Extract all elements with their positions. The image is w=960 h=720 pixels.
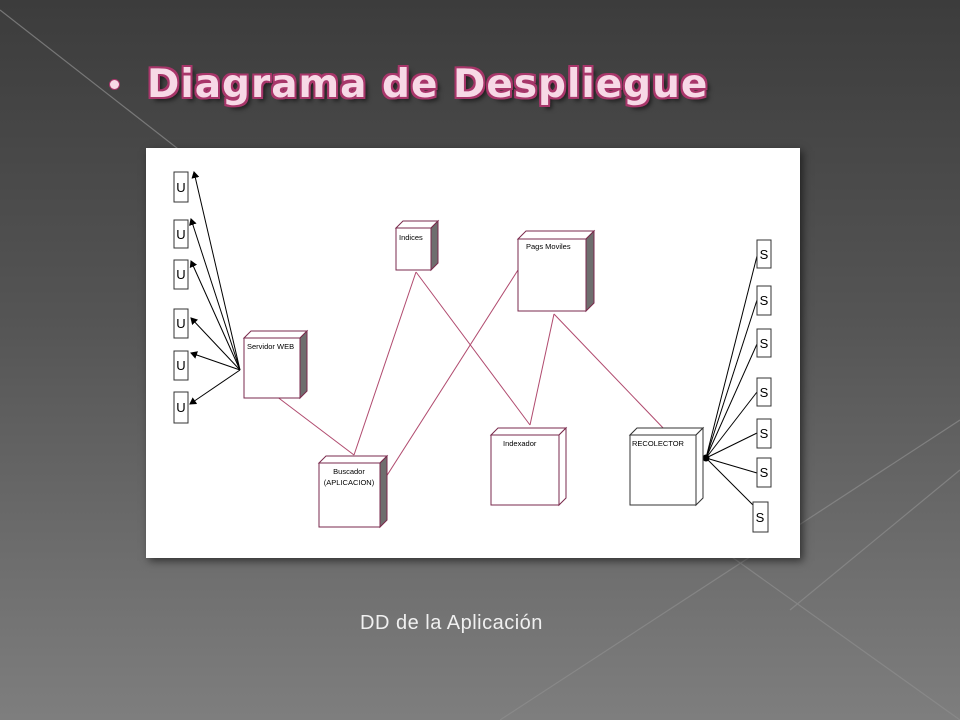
user-box: U	[173, 391, 189, 424]
connector-pags-recolector	[553, 313, 667, 432]
server-box-label: S	[760, 385, 769, 400]
user-arrow	[189, 369, 241, 405]
recolector-anchor-dot	[702, 454, 710, 462]
user-box-label: U	[176, 316, 185, 331]
user-arrow	[190, 351, 241, 371]
connector-pags-indexador	[529, 313, 555, 426]
user-box: U	[173, 171, 189, 203]
server-box-label: S	[760, 336, 769, 351]
slide-title: Diagrama de Despliegue	[110, 52, 708, 116]
user-arrows	[189, 171, 241, 405]
user-box: U	[173, 259, 189, 290]
server-box: S	[756, 328, 772, 358]
server-box-label: S	[760, 465, 769, 480]
node-buscador-label: Buscador	[333, 467, 365, 476]
node-connectors	[275, 269, 667, 489]
node-pags-moviles-label: Pags Moviles	[526, 242, 571, 251]
node-indices-label: Indices	[399, 233, 423, 242]
server-link	[705, 432, 758, 459]
slide-title-text: Diagrama de Despliegue	[147, 61, 709, 107]
user-arrow	[189, 218, 241, 371]
server-link	[705, 343, 758, 459]
user-box-label: U	[176, 227, 185, 242]
user-box-label: U	[176, 267, 185, 282]
server-box: S	[756, 418, 772, 449]
server-box-label: S	[760, 293, 769, 308]
node-buscador-sublabel: (APLICACION)	[324, 478, 375, 487]
node-indexador-label: Indexador	[503, 439, 537, 448]
server-links	[705, 255, 758, 506]
connector-buscador-indices	[353, 271, 417, 456]
server-link	[705, 299, 758, 459]
server-boxes: S S S S S S S	[752, 239, 772, 533]
node-recolector: RECOLECTOR	[628, 426, 705, 507]
server-box-label: S	[760, 247, 769, 262]
user-arrow	[191, 171, 241, 371]
user-box-label: U	[176, 400, 185, 415]
user-box: U	[173, 308, 189, 339]
connector-buscador-pags	[378, 269, 519, 489]
user-box-label: U	[176, 358, 185, 373]
server-link	[705, 457, 754, 506]
server-link	[705, 255, 758, 459]
diagram-caption: DD de la Aplicación	[360, 612, 543, 634]
node-recolector-label: RECOLECTOR	[632, 439, 685, 448]
node-servidor-web-label: Servidor WEB	[247, 342, 294, 351]
user-box: U	[173, 350, 189, 381]
server-box: S	[756, 285, 772, 316]
server-box: S	[756, 457, 772, 488]
node-pags-moviles: Pags Moviles	[516, 229, 596, 313]
connector-indices-indexador	[415, 271, 531, 426]
user-arrow	[189, 260, 241, 371]
server-box: S	[752, 501, 769, 533]
node-indices: Indices	[394, 219, 440, 272]
deployment-diagram: U U U U U U	[146, 148, 800, 558]
node-indexador: Indexador	[489, 426, 568, 507]
server-box: S	[756, 377, 772, 407]
node-servidor-web: Servidor WEB	[242, 329, 309, 400]
user-box: U	[173, 219, 189, 249]
user-box-label: U	[176, 180, 185, 195]
server-link	[705, 391, 758, 459]
server-box-label: S	[760, 426, 769, 441]
user-arrow	[190, 317, 241, 371]
node-buscador: Buscador (APLICACION)	[317, 454, 389, 529]
server-box-label: S	[756, 510, 765, 525]
connector-servidor-buscador	[275, 395, 355, 456]
deployment-diagram-canvas: U U U U U U	[173, 171, 772, 533]
server-box: S	[756, 239, 772, 269]
bullet-icon	[110, 79, 119, 89]
server-link	[705, 457, 758, 474]
user-boxes: U U U U U U	[173, 171, 189, 424]
